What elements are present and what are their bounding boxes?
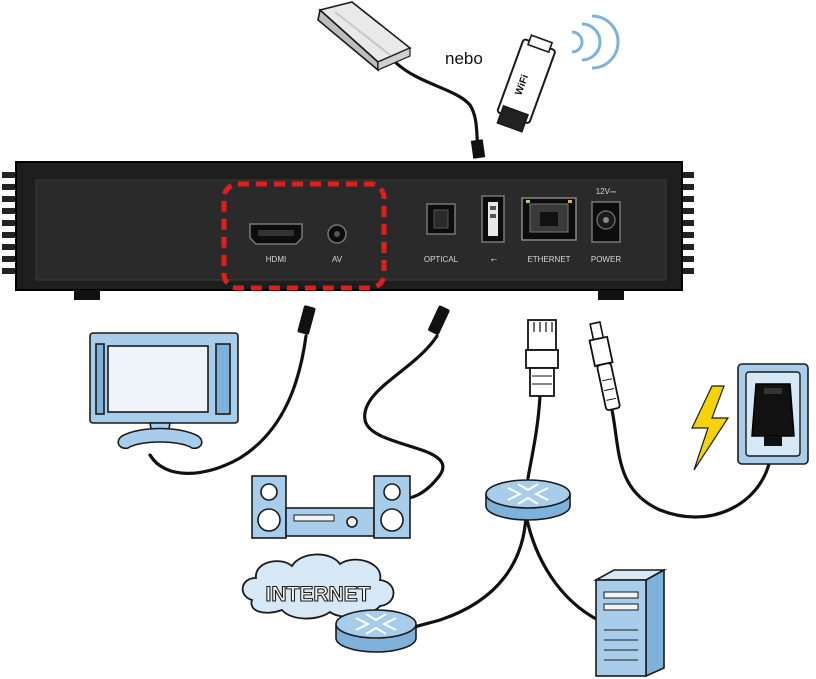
- optical-port: [426, 203, 456, 235]
- rj45-plug-icon: [525, 319, 559, 397]
- stereo-system-icon: [251, 475, 411, 539]
- internet-router-icon: [335, 609, 417, 653]
- server-tower-icon: [592, 568, 668, 678]
- usb-drive-cable: [393, 60, 480, 150]
- av-port: [327, 224, 347, 244]
- hdmi-plug-icon: [297, 305, 316, 335]
- wireless-signal-icon: [571, 14, 620, 70]
- av-plug-icon: [428, 305, 450, 335]
- internet-label: INTERNET: [266, 583, 371, 606]
- hdmi-cable: [148, 334, 308, 475]
- power-cable: [610, 408, 774, 519]
- ethernet-port-label: ETHERNET: [527, 255, 570, 264]
- power-voltage-label: 12V⎓: [596, 187, 617, 196]
- power-adapter-icon: [751, 383, 795, 446]
- device-foot-right: [598, 290, 624, 300]
- media-player-device: HDMI AV OPTICAL ⭠: [2, 161, 694, 300]
- power-port: [591, 201, 621, 243]
- usb-port-icon: ⭠: [491, 255, 498, 264]
- ethernet-port: [521, 197, 577, 241]
- ethernet-cable: [526, 394, 542, 480]
- hdmi-port-label: HDMI: [266, 255, 286, 264]
- av-port-label: AV: [332, 255, 343, 264]
- router-to-internet-cable: [410, 513, 528, 630]
- device-foot-left: [74, 290, 100, 300]
- usb-plug-icon: [470, 139, 486, 159]
- right-vent-fins: [680, 172, 694, 274]
- left-vent-fins: [2, 172, 16, 274]
- hdmi-port: [249, 223, 303, 245]
- usb-hard-drive-icon: [317, 1, 412, 72]
- nebo-label: nebo: [445, 49, 483, 68]
- dc-power-plug-icon: [588, 321, 621, 411]
- av-cable: [363, 334, 445, 501]
- lightning-icon: [691, 385, 730, 471]
- wifi-dongle-icon: WiFi: [496, 14, 620, 133]
- router-to-server-cable: [524, 513, 600, 622]
- network-switch-icon: [485, 479, 571, 521]
- optical-port-label: OPTICAL: [424, 255, 459, 264]
- power-port-label: POWER: [591, 255, 621, 264]
- internet-cloud-icon: INTERNET: [241, 553, 395, 620]
- usb-port: [481, 195, 505, 243]
- television-icon: [89, 332, 239, 450]
